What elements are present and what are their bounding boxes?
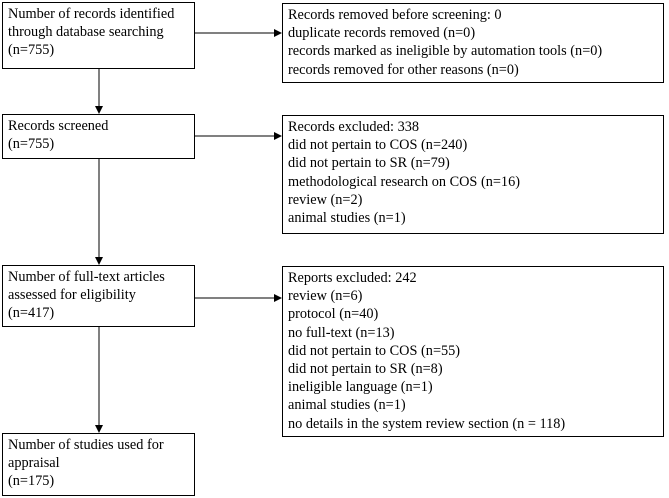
box-line: (n=755) [8, 136, 55, 153]
box-line: duplicate records removed (n=0) [288, 25, 476, 42]
box-line: no full-text (n=13) [288, 324, 395, 341]
records-excluded-box: Records excluded: 338 did not pertain to… [282, 115, 664, 234]
box-line: Records excluded: 338 [288, 119, 420, 135]
box-line: records marked as ineligible by automati… [288, 43, 603, 60]
box-line: Reports excluded: 242 [288, 270, 417, 286]
box-line: animal studies (n=1) [288, 397, 406, 414]
reports-excluded-box: Reports excluded: 242 review (n=6) proto… [282, 266, 664, 437]
box-line: Number of full-text articles [8, 269, 165, 285]
box-line: Number of records identified [8, 6, 175, 22]
box-line: Records removed before screening: 0 [288, 7, 502, 23]
box-line: (n=175) [8, 473, 55, 490]
box-line: records removed for other reasons (n=0) [288, 61, 519, 78]
box-line: ineligible language (n=1) [288, 379, 433, 396]
box-line: Number of studies used for [8, 437, 164, 453]
box-line: did not pertain to SR (n=79) [288, 155, 450, 172]
box-line: appraisal [8, 455, 60, 472]
box-line: no details in the system review section … [288, 415, 566, 432]
box-line: did not pertain to SR (n=8) [288, 361, 443, 378]
box-line: did not pertain to COS (n=55) [288, 342, 461, 359]
box-line: did not pertain to COS (n=240) [288, 137, 468, 154]
box-line: Records screened [8, 118, 109, 134]
box-line: animal studies (n=1) [288, 210, 406, 227]
full-text-assessed-box: Number of full-text articles assessed fo… [2, 265, 195, 327]
box-line: (n=755) [8, 42, 55, 59]
box-line: review (n=6) [288, 288, 363, 305]
box-line: methodological research on COS (n=16) [288, 173, 520, 190]
box-line: (n=417) [8, 305, 55, 322]
records-identified-box: Number of records identified through dat… [2, 2, 195, 69]
records-screened-box: Records screened (n=755) [2, 114, 195, 159]
studies-included-box: Number of studies used for appraisal (n=… [2, 433, 195, 496]
box-line: protocol (n=40) [288, 306, 379, 323]
records-removed-box: Records removed before screening: 0 dupl… [282, 3, 664, 83]
box-line: through database searching [8, 24, 164, 41]
box-line: assessed for eligibility [8, 287, 136, 304]
box-line: review (n=2) [288, 191, 363, 208]
